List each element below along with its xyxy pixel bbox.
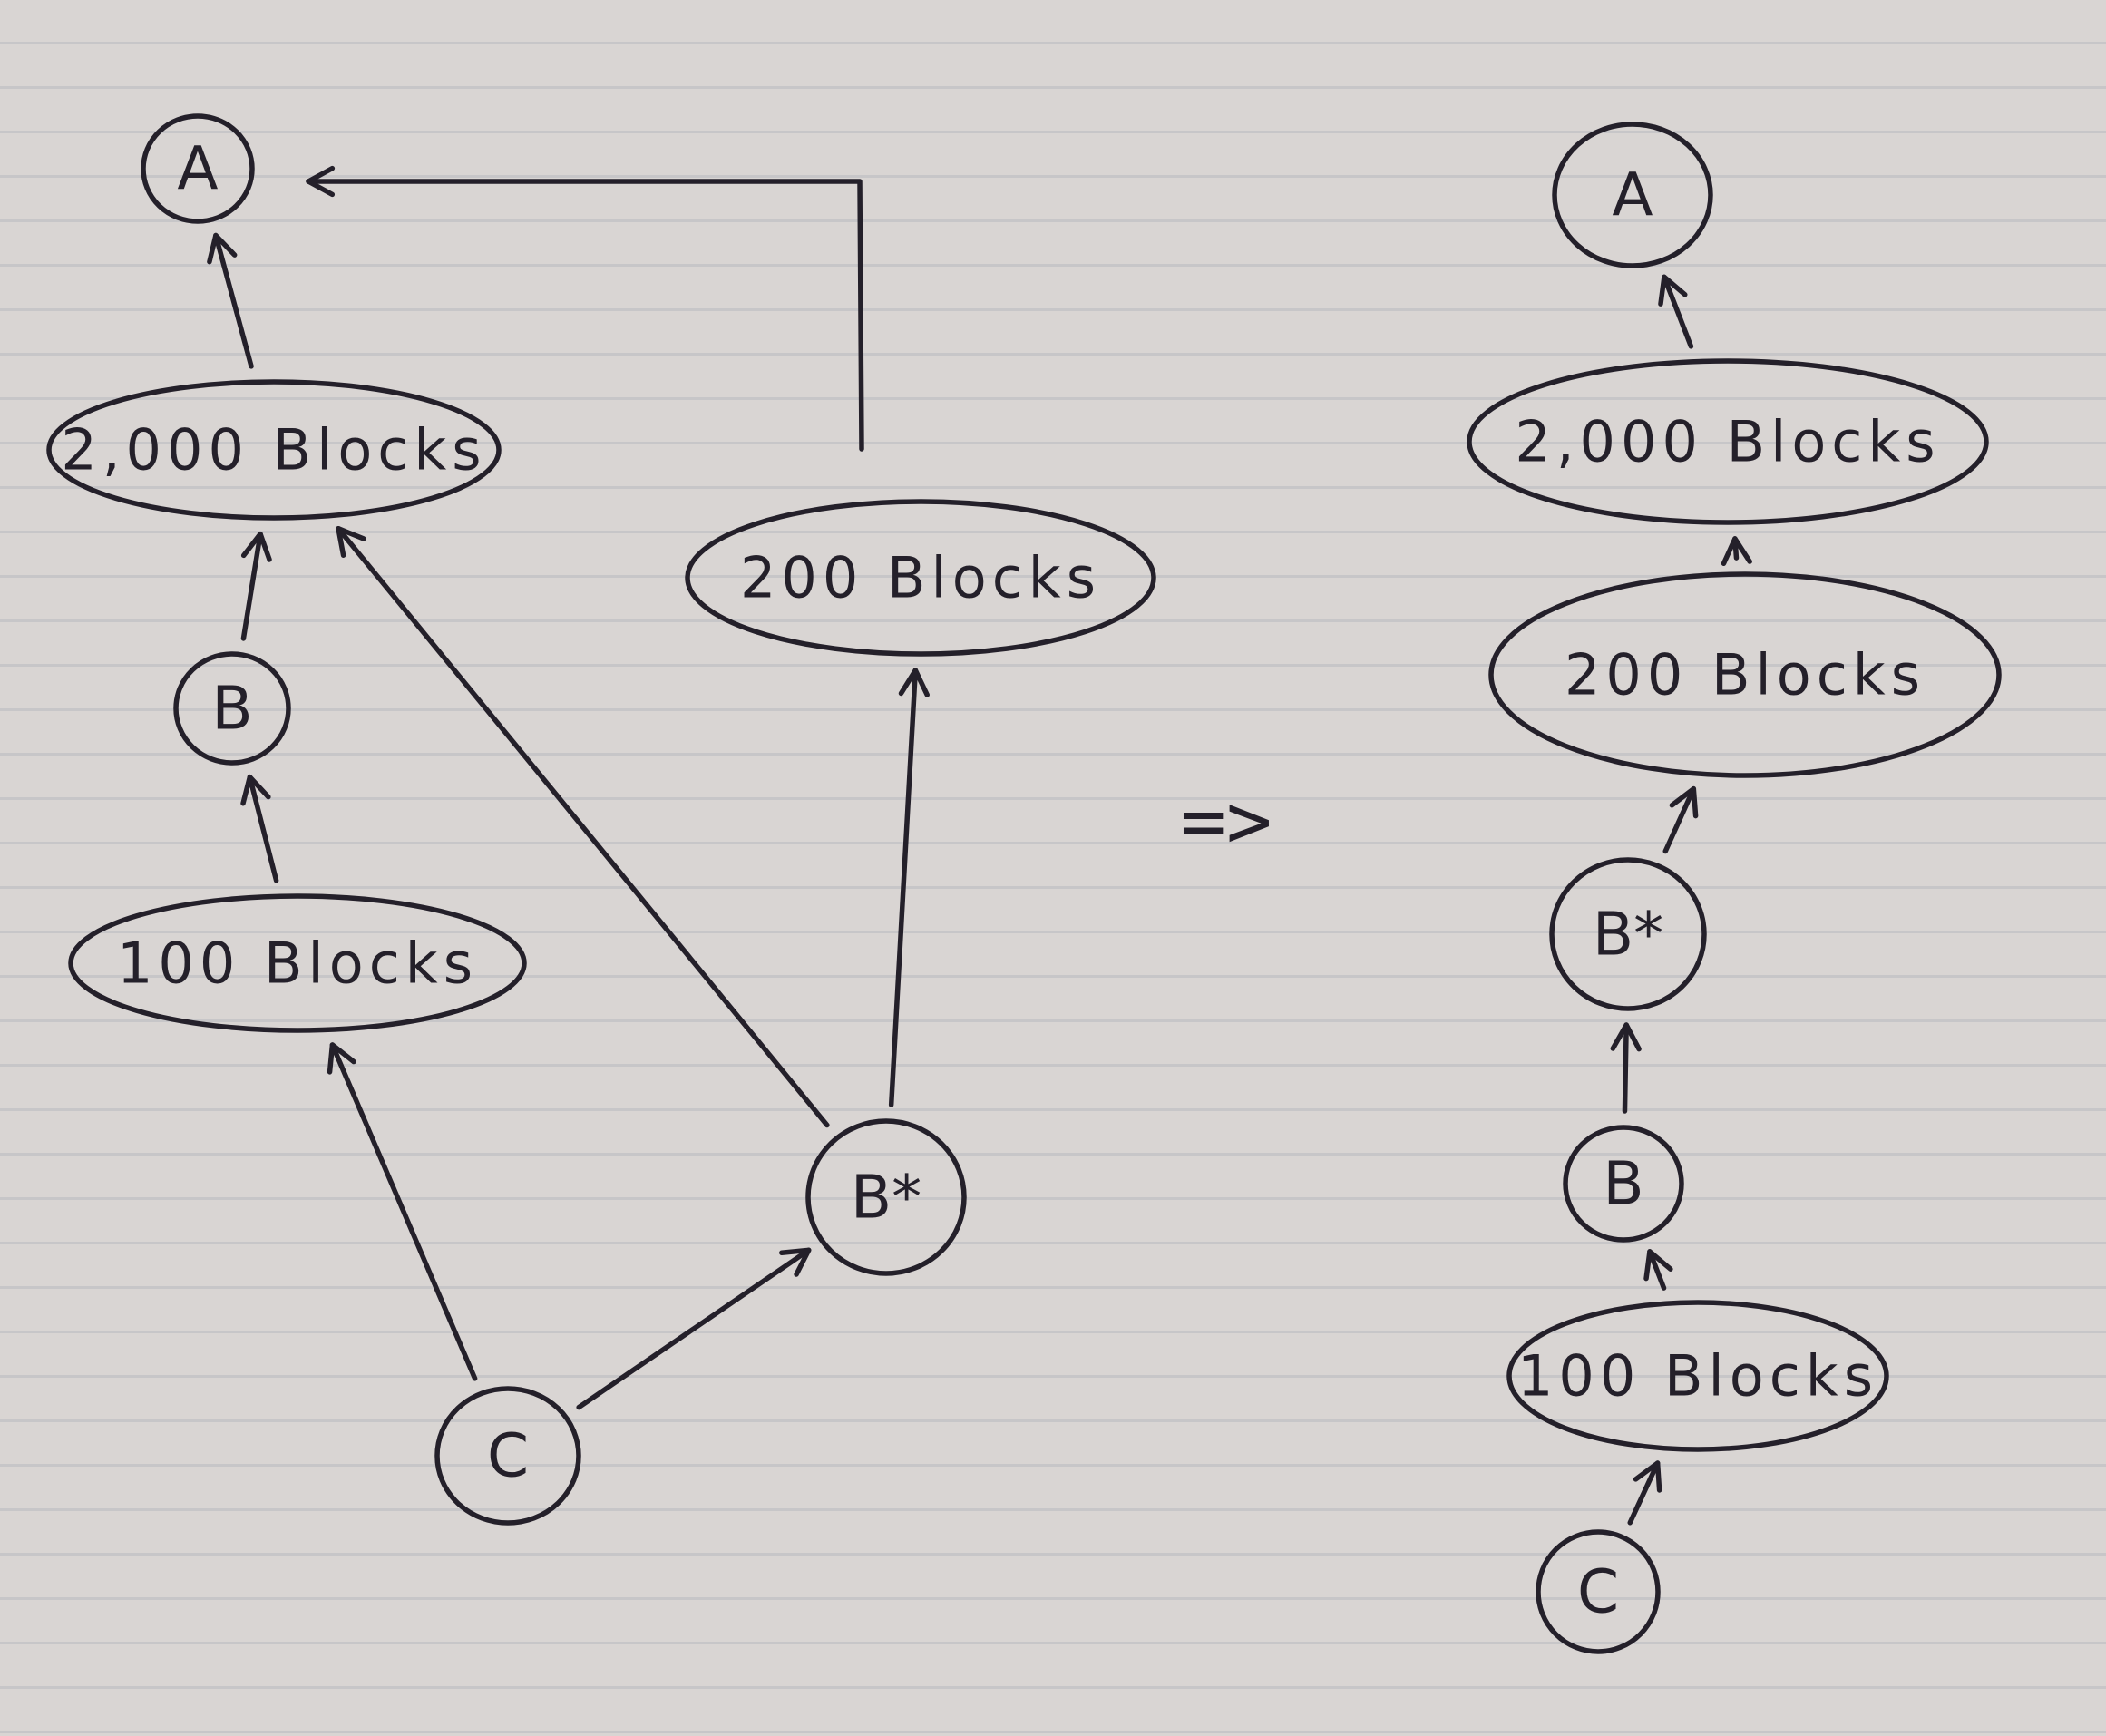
node-label: B: [211, 674, 252, 744]
node-circle: [141, 113, 255, 224]
node-ellipse: [68, 893, 527, 1033]
right-edge-rB-to-rBstar: [1622, 1022, 1629, 1114]
node-ellipse: [1506, 1300, 1889, 1452]
right-edge-rB-to-rBstar-arrowhead-icon: [1610, 1022, 1642, 1052]
node-circle: [434, 1386, 581, 1526]
right-edge-r100-to-rB: [1647, 1249, 1667, 1291]
right-node-rC: C: [1536, 1529, 1661, 1654]
left-node-l200: 200 Blocks: [685, 499, 1156, 657]
node-label: B*: [851, 1163, 921, 1233]
left-edge-lC-to-lBstar-arrowhead-icon: [779, 1247, 812, 1277]
left-edge-l200-to-lA-arrowhead-icon: [306, 165, 336, 198]
node-label: 100 Blocks: [117, 931, 478, 997]
left-edge-lB-to-l2000-arrowhead-icon: [240, 531, 272, 562]
right-edge-r2000-to-rA-arrowhead-icon: [1658, 274, 1688, 307]
node-circle: [1536, 1529, 1661, 1654]
node-ellipse: [46, 379, 502, 521]
node-label: 2,000 Blocks: [1515, 409, 1940, 475]
right-node-r200: 200 Blocks: [1488, 571, 2002, 778]
left-edge-lBstar-to-l200-arrowhead-icon: [898, 668, 930, 697]
left-edge-l100-to-lB-arrowhead-icon: [240, 774, 271, 806]
node-circle: [173, 651, 291, 766]
node-circle: [805, 1118, 967, 1276]
right-edge-rBstar-to-r200-arrowhead-icon: [1669, 785, 1699, 819]
node-label: A: [177, 134, 218, 204]
node-label: 200 Blocks: [1565, 642, 1926, 708]
left-node-lBstar: B*: [805, 1118, 967, 1276]
left-edge-lBstar-to-l2000: [336, 525, 830, 1128]
left-edge-l2000-to-lA-arrowhead-icon: [207, 232, 238, 265]
node-ellipse: [685, 499, 1156, 657]
right-node-rBstar: B*: [1549, 857, 1707, 1011]
node-label: C: [487, 1421, 529, 1491]
left-node-l100: 100 Blocks: [68, 893, 527, 1033]
left-edge-l2000-to-lA: [213, 232, 254, 369]
left-edge-lC-to-l100-arrowhead-icon: [327, 1042, 356, 1075]
right-node-r2000: 2,000 Blocks: [1467, 358, 1989, 525]
left-edge-l100-to-lB: [247, 774, 279, 883]
node-label: A: [1612, 161, 1653, 230]
node-circle: [1549, 857, 1707, 1011]
node-ellipse: [1467, 358, 1989, 525]
right-node-rA: A: [1552, 122, 1713, 268]
node-circle: [1563, 1125, 1684, 1243]
right-edge-r100-to-rB-arrowhead-icon: [1643, 1249, 1673, 1282]
right-edge-r2000-to-rA: [1662, 274, 1694, 349]
left-edge-lC-to-lBstar: [576, 1247, 812, 1410]
node-label: 200 Blocks: [740, 545, 1101, 611]
left-node-lA: A: [141, 113, 255, 224]
left-node-lB: B: [173, 651, 291, 766]
node-label: 100 Blocks: [1517, 1343, 1878, 1409]
left-node-lC: C: [434, 1386, 581, 1526]
node-ellipse: [1488, 571, 2002, 778]
transform-arrow-symbol: =>: [1180, 776, 1272, 865]
node-label: 2,000 Blocks: [61, 417, 486, 483]
right-edge-rC-to-r100-arrowhead-icon: [1633, 1460, 1662, 1493]
right-edge-rC-to-r100: [1627, 1460, 1661, 1526]
node-circle: [1552, 122, 1713, 268]
left-edge-lB-to-l2000: [240, 531, 263, 641]
node-label: C: [1577, 1557, 1619, 1627]
left-node-l2000: 2,000 Blocks: [46, 379, 502, 521]
left-edge-lBstar-to-l200: [888, 668, 919, 1107]
right-node-r100: 100 Blocks: [1506, 1300, 1889, 1452]
left-edge-lC-to-l100: [329, 1042, 478, 1381]
right-edge-r200-to-r2000-arrowhead-icon: [1721, 536, 1752, 566]
node-label: B*: [1593, 900, 1663, 970]
edges-layer: [207, 165, 1752, 1526]
left-edge-lBstar-to-l2000-arrowhead-icon: [336, 525, 366, 558]
left-edge-l200-to-lA: [306, 179, 864, 452]
node-label: B: [1603, 1149, 1643, 1219]
right-node-rB: B: [1563, 1125, 1684, 1243]
right-edge-rBstar-to-r200: [1662, 785, 1697, 854]
